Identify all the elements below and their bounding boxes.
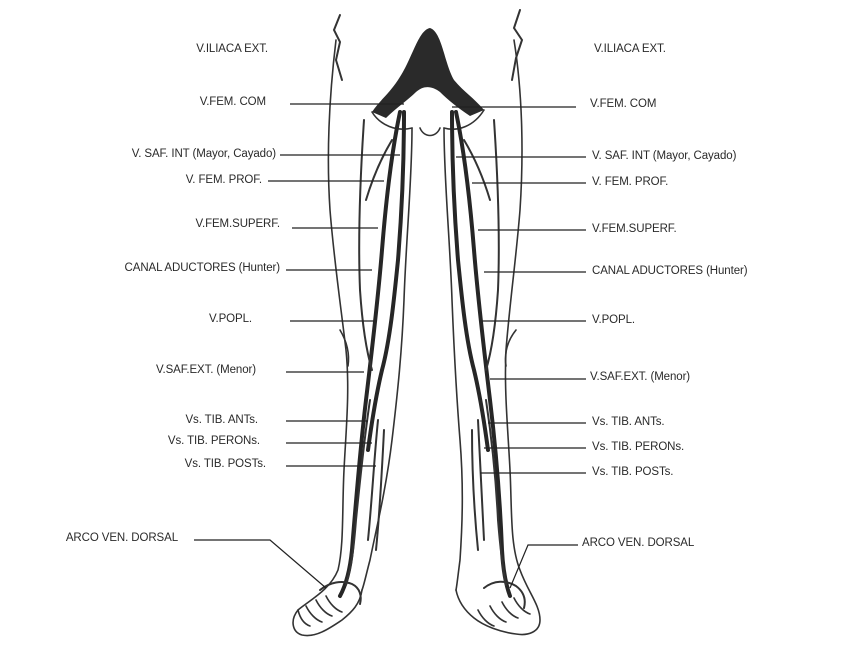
right-iliac-vessel <box>512 10 522 80</box>
left-label-canal-aductores: CANAL ADUCTORES (Hunter) <box>125 261 280 275</box>
right-label-tib-ant: Vs. TIB. ANTs. <box>592 415 665 429</box>
left-tibial-veins <box>346 400 384 585</box>
right-label-saf-ext: V.SAF.EXT. (Menor) <box>590 370 690 384</box>
left-label-popl: V.POPL. <box>209 312 252 326</box>
right-label-fem-com: V.FEM. COM <box>590 97 656 111</box>
right-label-saf-int: V. SAF. INT (Mayor, Cayado) <box>592 149 736 163</box>
right-label-canal-aductores: CANAL ADUCTORES (Hunter) <box>592 264 747 278</box>
left-label-fem-prof: V. FEM. PROF. <box>186 173 262 187</box>
right-dorsal-arch <box>484 582 525 608</box>
left-lateral-branch <box>359 120 372 370</box>
left-label-saf-ext: V.SAF.EXT. (Menor) <box>156 363 256 377</box>
left-label-tib-ant: Vs. TIB. ANTs. <box>185 413 258 427</box>
right-label-tib-post: Vs. TIB. POSTs. <box>592 465 673 479</box>
left-label-saf-int: V. SAF. INT (Mayor, Cayado) <box>132 147 276 161</box>
right-leader-lines <box>452 107 586 588</box>
right-label-arco-dorsal: ARCO VEN. DORSAL <box>582 536 694 550</box>
left-toes <box>298 596 342 626</box>
left-label-fem-superf: V.FEM.SUPERF. <box>195 217 280 231</box>
right-toes <box>478 598 530 626</box>
right-label-popl: V.POPL. <box>592 313 635 327</box>
left-label-iliaca-ext: V.ILIACA EXT. <box>196 42 268 56</box>
right-tibial-veins <box>472 400 506 585</box>
left-label-arco-dorsal: ARCO VEN. DORSAL <box>66 531 178 545</box>
right-label-fem-superf: V.FEM.SUPERF. <box>592 222 677 236</box>
left-label-tib-post: Vs. TIB. POSTs. <box>185 457 266 471</box>
right-label-tib-peron: Vs. TIB. PERONs. <box>592 440 684 454</box>
left-label-fem-com: V.FEM. COM <box>200 95 266 109</box>
left-label-tib-peron: Vs. TIB. PERONs. <box>168 434 260 448</box>
right-label-iliaca-ext: V.ILIACA EXT. <box>594 42 666 56</box>
right-label-fem-prof: V. FEM. PROF. <box>592 175 668 189</box>
genital-outline <box>420 128 440 136</box>
left-femoral-vein <box>368 112 404 450</box>
